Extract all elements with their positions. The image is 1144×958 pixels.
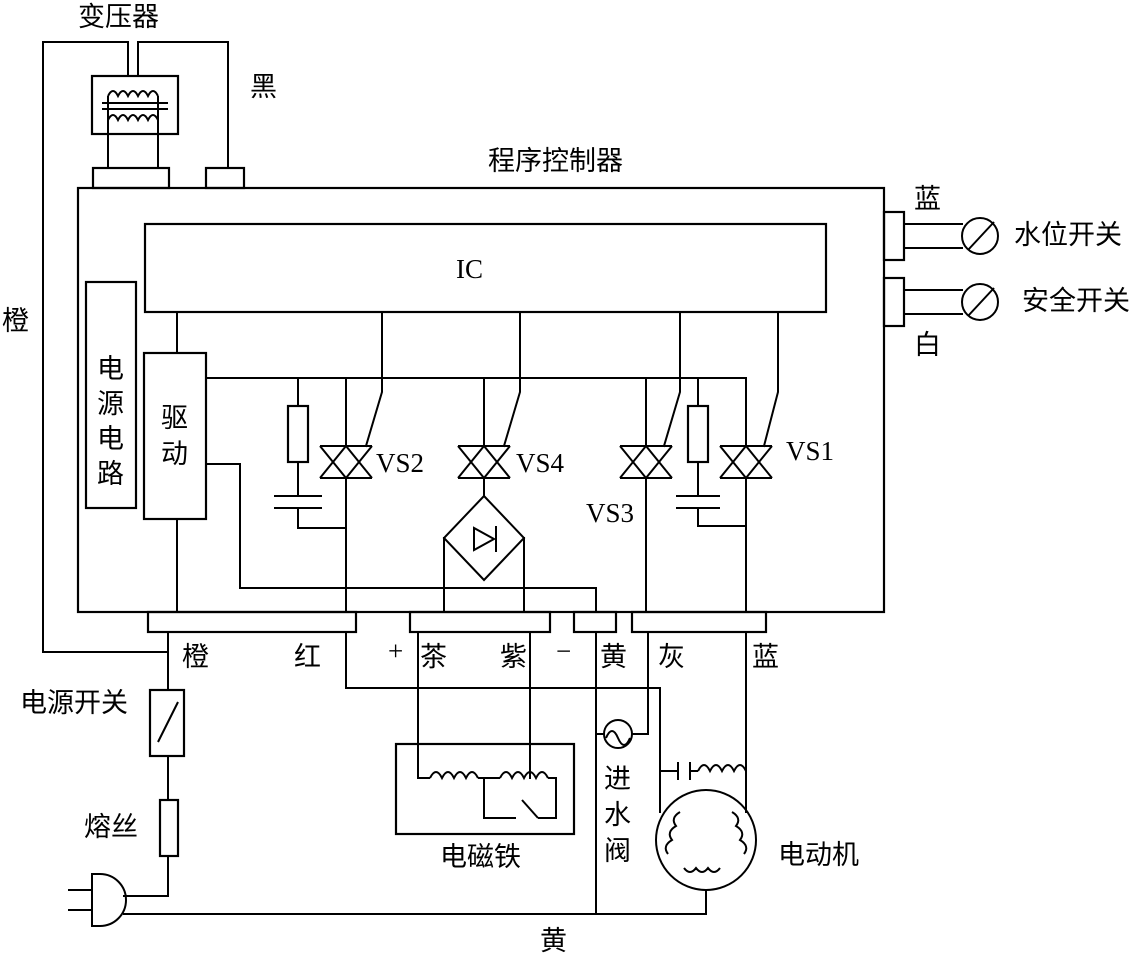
blue-wire-top-label: 蓝 [914, 184, 941, 215]
bridge-rectifier [442, 494, 526, 613]
ic-label: IC [456, 254, 483, 284]
vs2-label: VS2 [376, 448, 424, 478]
black-wire-label: 黑 [250, 72, 277, 103]
power-switch-label: 电源开关 [20, 688, 128, 719]
blue-bottom-label: 蓝 [752, 642, 779, 673]
program-controller-box [76, 186, 886, 614]
motor-label: 电动机 [778, 840, 859, 871]
red-wire [345, 631, 661, 813]
orange-wire [42, 41, 169, 653]
black-wire [137, 41, 229, 169]
white-wire-label: 白 [914, 330, 941, 361]
power-circuit-block [84, 280, 138, 510]
transformer-connector [91, 166, 171, 190]
program-controller-label: 程序控制器 [488, 146, 623, 177]
red-label: 红 [294, 642, 321, 673]
black-connector [204, 166, 246, 190]
water-level-switch-icon [961, 217, 999, 255]
triac-vs4 [457, 311, 521, 497]
gray-label: 灰 [658, 642, 685, 673]
inlet-valve-label: 进水阀 [604, 764, 631, 867]
safety-connector [882, 276, 906, 328]
water-level-connector [882, 210, 906, 262]
inlet-valve-icon [603, 719, 633, 749]
electromagnet-label: 电磁铁 [440, 842, 521, 873]
orange-bottom-label: 橙 [182, 642, 209, 673]
triac-vs2 [274, 311, 383, 613]
triac-vs1 [676, 311, 779, 613]
plug-icon [68, 873, 127, 927]
safety-switch-icon [961, 283, 999, 321]
connector-brown-purple [408, 610, 552, 634]
power-circuit-label: 电源电路 [97, 354, 124, 490]
connector-yellow [572, 610, 618, 634]
motor-icon [655, 789, 757, 915]
plus-label: + [388, 636, 403, 666]
electromagnet-box [394, 742, 576, 836]
triac-vs3 [619, 311, 681, 613]
transformer [90, 74, 180, 169]
drive-yellow-wire [205, 463, 597, 613]
drive-label: 驱动 [161, 403, 188, 470]
drive-block [142, 351, 208, 521]
brown-label: 茶 [420, 642, 447, 673]
motor-capacitor-icon [660, 762, 747, 780]
fuse-label: 熔丝 [84, 812, 138, 843]
vs1-label: VS1 [786, 436, 834, 466]
electromagnet-coil-icon [418, 771, 557, 819]
yellow-label: 黄 [600, 642, 627, 673]
minus-label: − [556, 636, 571, 666]
power-switch-icon [148, 688, 186, 758]
vs3-label: VS3 [586, 498, 634, 528]
ic-block [143, 222, 828, 314]
yellow-bottom-label: 黄 [540, 926, 567, 957]
purple-label: 紫 [500, 642, 527, 673]
water-level-switch-label: 水位开关 [1014, 220, 1122, 251]
fuse-icon [158, 798, 180, 858]
orange-wire-label: 橙 [2, 306, 29, 337]
transformer-label: 变压器 [78, 2, 159, 33]
connector-gray-blue [630, 610, 768, 634]
safety-switch-label: 安全开关 [1022, 286, 1130, 317]
connector-orange-red [146, 610, 358, 634]
vs4-label: VS4 [516, 448, 565, 478]
